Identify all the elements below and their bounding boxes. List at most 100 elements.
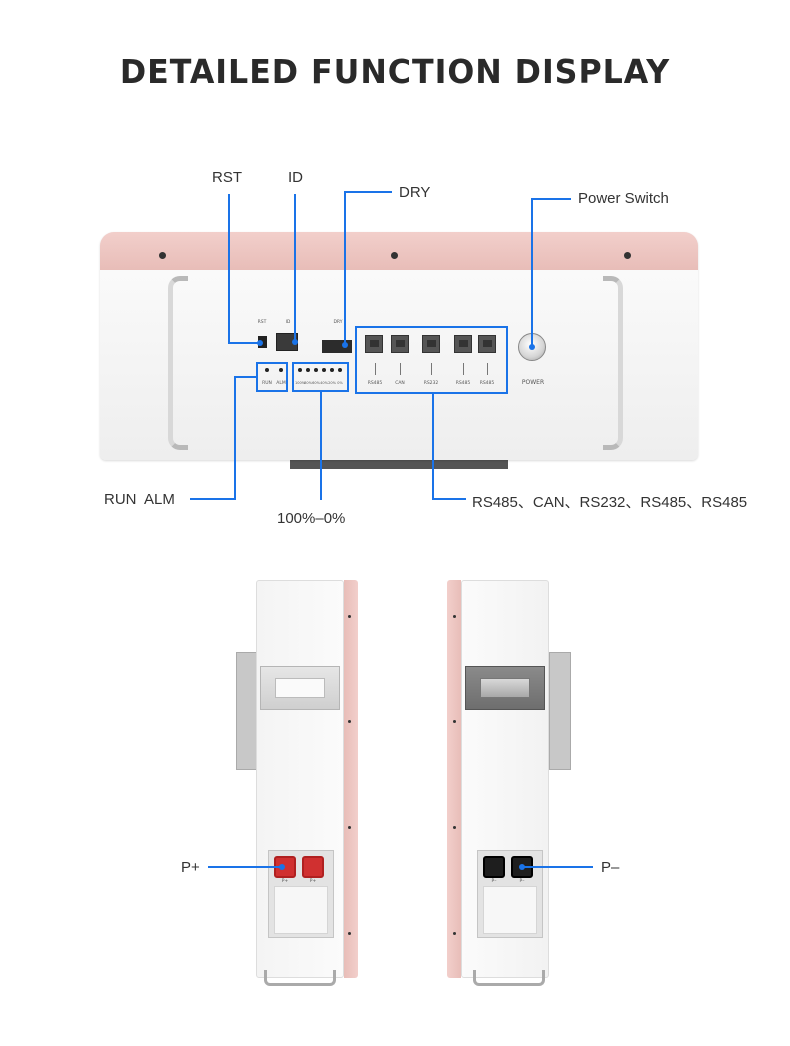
- p-plus-callout: P+: [181, 859, 200, 876]
- port-label: RS485: [367, 381, 383, 386]
- soc-led-40: [322, 368, 326, 372]
- id-leader: [294, 194, 296, 344]
- negative-terminal-1[interactable]: [483, 856, 505, 878]
- front-panel: [100, 270, 698, 460]
- run-alm-callout: RUN ALM: [104, 491, 175, 508]
- side-bracket: [549, 652, 571, 770]
- rst-pointer: [257, 340, 263, 346]
- alm-panel-label: ALM: [276, 381, 286, 386]
- pink-top-trim: [100, 232, 698, 270]
- ports-leader: [432, 498, 466, 500]
- dry-leader: [344, 191, 346, 345]
- terminal-label: P–: [519, 879, 525, 884]
- soc-label: 20%: [328, 381, 336, 385]
- port-label: RS232: [423, 381, 439, 386]
- p-minus-callout: P–: [601, 859, 620, 876]
- trim-dot: [453, 720, 456, 723]
- soc-label: 60%: [312, 381, 320, 385]
- trim-dot: [453, 932, 456, 935]
- port-label: RS485: [455, 381, 471, 386]
- soc-led-100: [298, 368, 302, 372]
- can-port[interactable]: [391, 335, 409, 353]
- handle-right[interactable]: [603, 276, 623, 450]
- p-minus-pointer: [519, 864, 525, 870]
- dry-callout: DRY: [399, 184, 431, 201]
- rst-callout: RST: [212, 169, 242, 186]
- dry-leader: [344, 191, 392, 193]
- soc-led-20: [330, 368, 334, 372]
- p-plus-pointer: [279, 864, 285, 870]
- power-panel-label: POWER: [521, 379, 545, 386]
- soc-led-80: [306, 368, 310, 372]
- side-bracket: [236, 652, 258, 770]
- comm-ports-group: [355, 326, 508, 394]
- power-switch-callout: Power Switch: [578, 190, 669, 207]
- rst-leader: [228, 194, 230, 344]
- id-pointer: [292, 339, 298, 345]
- trim-dot: [348, 615, 351, 618]
- power-leader: [531, 198, 533, 348]
- screw-hole: [391, 252, 398, 259]
- alm-led: [279, 368, 283, 372]
- dry-pointer: [342, 342, 348, 348]
- terminal-recess: [274, 886, 328, 934]
- pink-side-trim: [447, 580, 461, 978]
- terminal-recess: [483, 886, 537, 934]
- soc-label: 0%: [337, 381, 343, 385]
- port-label: CAN: [395, 381, 405, 386]
- rs485-port-1[interactable]: [365, 335, 383, 353]
- run-alm-leader: [234, 376, 256, 378]
- run-led: [265, 368, 269, 372]
- battery-front-view: RST ID DRY RUN ALM 100% 80% 60% 40% 20% …: [100, 169, 748, 527]
- power-pointer: [529, 344, 535, 350]
- port-tick: [487, 363, 488, 375]
- soc-callout: 100%–0%: [277, 510, 346, 527]
- port-tick: [400, 363, 401, 375]
- handle-left[interactable]: [168, 276, 188, 450]
- rs485-port-3[interactable]: [478, 335, 496, 353]
- terminal-label: P+: [309, 879, 317, 884]
- rst-panel-label: RST: [257, 320, 267, 325]
- soc-led-0: [338, 368, 342, 372]
- trim-dot: [348, 826, 351, 829]
- terminal-label: P+: [281, 879, 289, 884]
- run-alm-indicators: [256, 362, 288, 392]
- bottom-handle[interactable]: [473, 970, 545, 986]
- dry-panel-label: DRY: [333, 320, 343, 325]
- soc-leader: [320, 392, 322, 500]
- soc-indicators: [292, 362, 349, 392]
- ports-leader: [432, 394, 434, 500]
- p-minus-leader: [523, 866, 593, 868]
- power-leader: [531, 198, 571, 200]
- side-handle-grip: [275, 678, 325, 698]
- trim-dot: [348, 720, 351, 723]
- bottom-handle[interactable]: [264, 970, 336, 986]
- p-plus-leader: [208, 866, 280, 868]
- trim-dot: [348, 932, 351, 935]
- screw-hole: [159, 252, 166, 259]
- trim-dot: [453, 615, 456, 618]
- positive-terminal-2[interactable]: [302, 856, 324, 878]
- trim-dot: [453, 826, 456, 829]
- run-panel-label: RUN: [262, 381, 272, 386]
- terminal-label: P–: [491, 879, 497, 884]
- port-tick: [375, 363, 376, 375]
- battery-side-view-negative: P– P– P–: [395, 570, 790, 990]
- rst-leader: [228, 342, 260, 344]
- soc-label: 40%: [320, 381, 328, 385]
- ports-callout: RS485、CAN、RS232、RS485、RS485: [472, 494, 748, 511]
- run-alm-leader: [234, 376, 236, 500]
- rs232-port[interactable]: [422, 335, 440, 353]
- page-title: DETAILED FUNCTION DISPLAY: [119, 52, 671, 91]
- soc-led-60: [314, 368, 318, 372]
- id-callout: ID: [288, 169, 303, 186]
- port-tick: [431, 363, 432, 375]
- battery-side-view-positive: P+ P+ P+: [0, 570, 395, 990]
- id-panel-label: ID: [285, 320, 291, 325]
- soc-label: 80%: [304, 381, 312, 385]
- port-tick: [463, 363, 464, 375]
- rs485-port-2[interactable]: [454, 335, 472, 353]
- run-alm-leader: [190, 498, 236, 500]
- screw-hole: [624, 252, 631, 259]
- pink-side-trim: [344, 580, 358, 978]
